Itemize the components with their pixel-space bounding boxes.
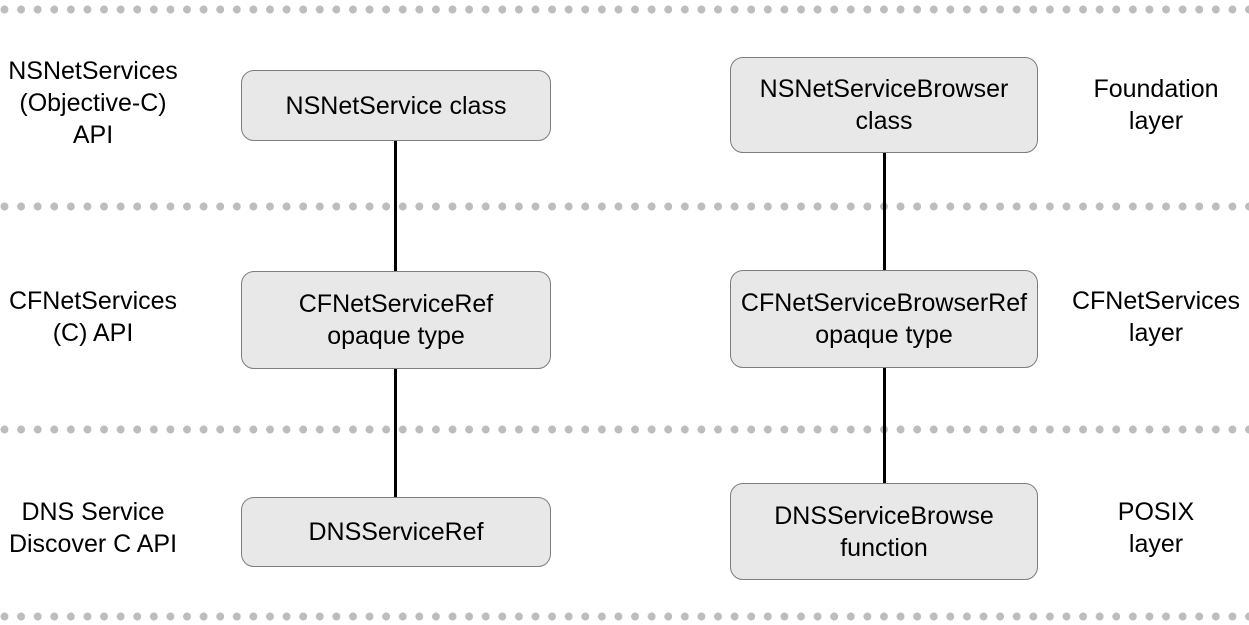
label-line: layer: [1128, 319, 1184, 347]
label-cfnetservices-layer: CFNetServices layer: [1063, 285, 1249, 349]
connector-cfnetservicebrowserref-to-dnsservicebrowse: [883, 367, 886, 484]
label-cfnetservices-api: CFNetServices (C) API: [0, 285, 186, 349]
connector-cfnetserviceref-to-dnsserviceref: [394, 368, 397, 498]
label-line: POSIX: [1117, 498, 1195, 526]
label-line: Foundation: [1093, 75, 1219, 103]
box-cfnetserviceref-opaque-type: CFNetServiceRef opaque type: [241, 271, 551, 369]
dotted-separator-foundation-cf: [0, 202, 1249, 211]
label-line: CFNetServices: [8, 287, 178, 315]
dotted-separator-top: [0, 5, 1249, 14]
label-line: layer: [1128, 107, 1184, 135]
box-nsnetservicebrowser-class: NSNetServiceBrowser class: [730, 57, 1038, 153]
box-text-line: opaque type: [327, 322, 465, 350]
box-text-line: class: [855, 107, 913, 135]
box-text-line: CFNetServiceRef: [298, 290, 494, 318]
box-text-line: NSNetServiceBrowser: [759, 75, 1009, 103]
label-line: DNS Service: [21, 498, 165, 526]
box-text-line: opaque type: [815, 321, 953, 349]
label-line: NSNetServices: [8, 57, 178, 85]
label-nsnetservices-api: NSNetServices (Objective-C) API: [0, 55, 186, 151]
box-text-line: DNSServiceRef: [308, 518, 484, 546]
connector-nsnetservicebrowser-to-cfnetservicebrowserref: [883, 152, 886, 271]
label-posix-layer: POSIX layer: [1063, 496, 1249, 560]
box-dnsserviceref: DNSServiceRef: [241, 497, 551, 567]
box-text-line: CFNetServiceBrowserRef: [740, 289, 1028, 317]
dotted-separator-cf-posix: [0, 425, 1249, 434]
dotted-separator-bottom: [0, 612, 1249, 621]
connector-nsnetservice-to-cfnetserviceref: [394, 140, 397, 272]
label-line: CFNetServices: [1071, 287, 1241, 315]
label-dns-service-discover-api: DNS Service Discover C API: [0, 496, 186, 560]
box-text-line: DNSServiceBrowse: [774, 501, 994, 530]
box-text-line: function: [840, 533, 928, 562]
box-nsnetservice-class: NSNetService class: [241, 70, 551, 141]
label-line: Discover C API: [8, 530, 178, 558]
label-line: layer: [1128, 530, 1184, 558]
label-line: (C) API: [52, 319, 134, 347]
box-cfnetservicebrowserref-opaque-type: CFNetServiceBrowserRef opaque type: [730, 270, 1038, 368]
label-line: (Objective-C): [19, 89, 167, 117]
box-text-line: NSNetService class: [285, 91, 507, 120]
label-foundation-layer: Foundation layer: [1063, 73, 1249, 137]
box-dnsservicebrowse-function: DNSServiceBrowse function: [730, 483, 1038, 580]
label-line: API: [72, 121, 114, 149]
